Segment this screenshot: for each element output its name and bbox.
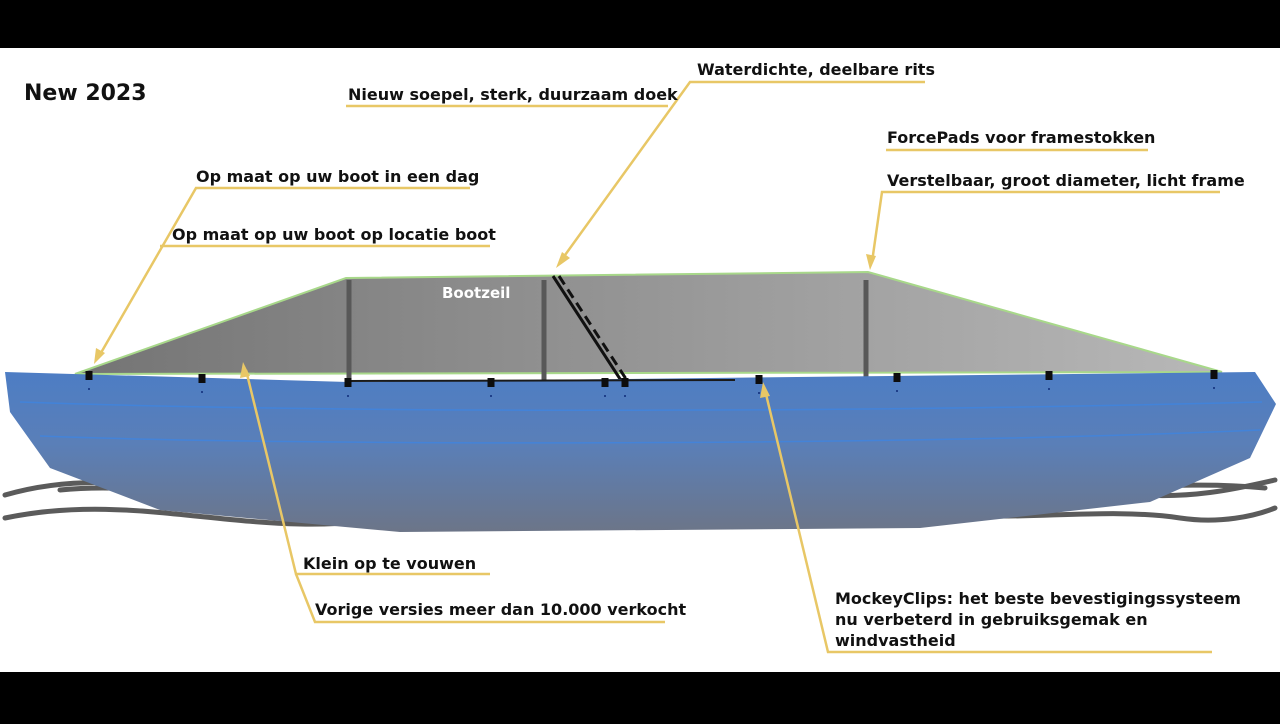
callout-clips-line-2: nu verbeterd in gebruiksgemak en bbox=[835, 610, 1148, 629]
leader-fit-day bbox=[96, 186, 470, 359]
leader-sold bbox=[294, 573, 665, 624]
callout-frame: Verstelbaar, groot diameter, licht frame bbox=[887, 171, 1245, 190]
clip-marker bbox=[487, 378, 495, 387]
clip-marker bbox=[601, 378, 609, 387]
clip-marker bbox=[755, 375, 763, 384]
arrowhead-zipper bbox=[556, 252, 570, 268]
callout-clips-line-3: windvastheid bbox=[835, 631, 956, 650]
clip-marker bbox=[344, 378, 352, 387]
callout-fit-day: Op maat op uw boot in een dag bbox=[196, 167, 479, 186]
leader-frame bbox=[870, 190, 1220, 263]
clip-marker bbox=[198, 374, 206, 383]
callout-clips-line-1: MockeyClips: het beste bevestigingssyste… bbox=[835, 589, 1241, 608]
leader-arrowheads bbox=[94, 252, 876, 398]
arrowhead-fold bbox=[240, 362, 250, 378]
page-title: New 2023 bbox=[24, 81, 147, 106]
leader-zipper bbox=[558, 80, 925, 263]
clip-anchor-dot bbox=[1048, 388, 1050, 390]
callout-forcepads: ForcePads voor framestokken bbox=[887, 128, 1155, 147]
clip-anchor-dot bbox=[88, 388, 90, 390]
arrowhead-clips bbox=[760, 382, 770, 398]
frame-poles bbox=[346, 280, 869, 381]
leader-clips bbox=[763, 389, 1212, 654]
arrowhead-frame bbox=[866, 254, 876, 270]
clip-anchor-dot bbox=[347, 395, 349, 397]
clip-marker bbox=[1210, 370, 1218, 379]
clip-anchor-dot bbox=[896, 390, 898, 392]
clip-anchor-dot bbox=[1213, 387, 1215, 389]
zipper bbox=[551, 275, 630, 383]
callout-fit-location: Op maat op uw boot op locatie boot bbox=[172, 225, 496, 244]
boat-cover bbox=[74, 270, 1223, 375]
cover-hem bbox=[347, 379, 736, 382]
mockey-clips bbox=[85, 370, 1218, 397]
clip-anchor-dot bbox=[490, 395, 492, 397]
clip-anchor-dot bbox=[758, 392, 760, 394]
callout-fabric: Nieuw soepel, sterk, duurzaam doek bbox=[348, 85, 678, 104]
callouts: Nieuw soepel, sterk, duurzaam doek Water… bbox=[172, 60, 1245, 650]
clip-anchor-dot bbox=[604, 395, 606, 397]
clip-marker bbox=[893, 373, 901, 382]
clip-marker bbox=[621, 378, 629, 387]
arrowhead-fit-day bbox=[94, 348, 105, 364]
boat-hull bbox=[5, 372, 1276, 532]
callout-sold: Vorige versies meer dan 10.000 verkocht bbox=[315, 600, 686, 619]
callout-fold: Klein op te vouwen bbox=[303, 554, 476, 573]
leader-lines bbox=[96, 80, 1220, 654]
hull-lines bbox=[19, 401, 1263, 444]
cover-label: Bootzeil bbox=[442, 284, 510, 302]
callout-zipper: Waterdichte, deelbare rits bbox=[697, 60, 935, 79]
clip-marker bbox=[85, 371, 93, 380]
clip-anchor-dot bbox=[624, 395, 626, 397]
clip-anchor-dot bbox=[201, 391, 203, 393]
clip-marker bbox=[1045, 371, 1053, 380]
